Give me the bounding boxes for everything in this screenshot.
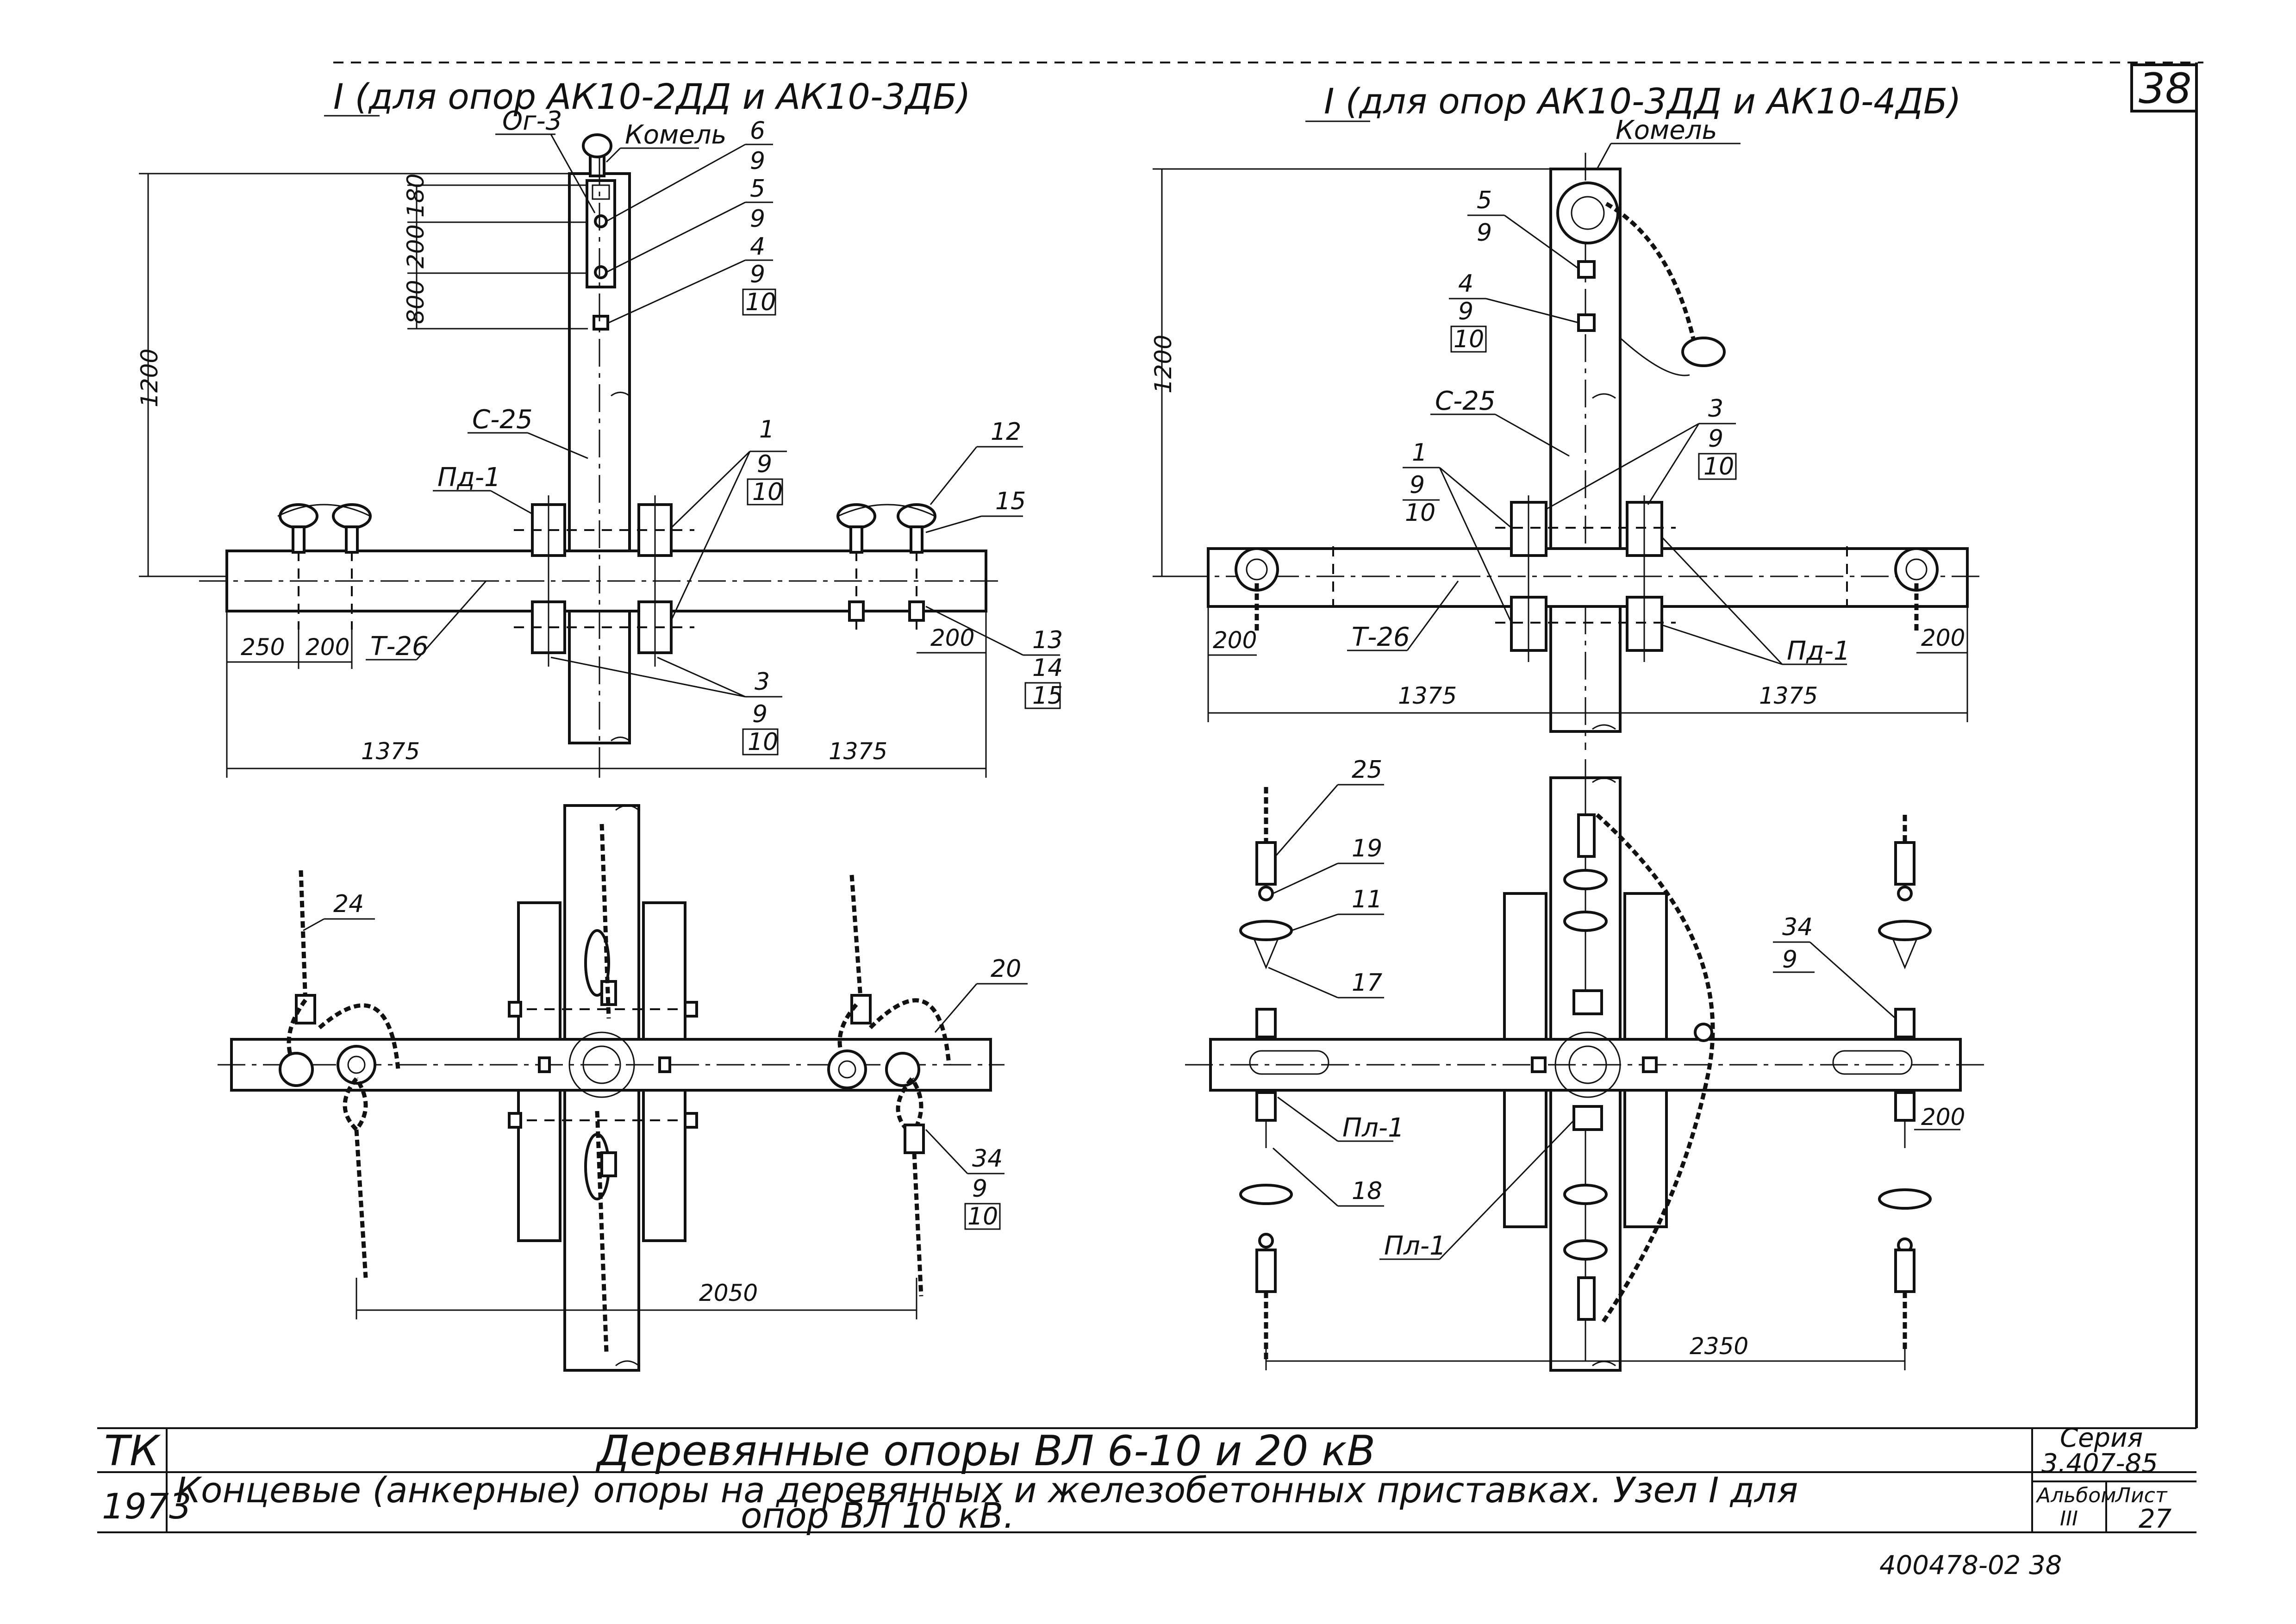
dim-1375-a: 1375 [361, 738, 420, 765]
callout-15: 15 [995, 487, 1026, 515]
callout-3-right-sub1: 9 [1708, 425, 1723, 453]
callout-13-sub2: 15 [1032, 682, 1063, 710]
dim-200-right-a: 200 [1213, 627, 1257, 654]
right-insulators [836, 503, 936, 630]
dim-1375-right-b: 1375 [1759, 682, 1818, 709]
callout-1-num: 1 [759, 416, 774, 443]
left-view-title: I (для опор АК10-2ДД и АК10-3ДБ) [333, 76, 971, 117]
drawing-subtitle-2: опор ВЛ 10 кВ. [741, 1495, 1015, 1536]
callout-5-right-num: 5 [1477, 187, 1492, 214]
series-value: 3.407-85 [2041, 1449, 2158, 1479]
title-block: ТК 1973 Деревянные опоры ВЛ 6-10 и 20 кВ… [97, 1423, 2196, 1580]
callout-1-sub2: 10 [752, 478, 783, 506]
label-pd1: Пд-1 [437, 462, 501, 493]
label-t26-right: Т-26 [1352, 622, 1410, 652]
callout-34-right-num: 34 [1782, 913, 1813, 941]
left-bottom-view: 24 20 34 9 10 2050 [218, 804, 1028, 1372]
series-label: Серия [2060, 1423, 2143, 1453]
callout-18: 18 [1352, 1177, 1382, 1205]
callout-4-right-sub2: 10 [1454, 325, 1484, 353]
callout-6-num: 6 [750, 117, 765, 145]
label-pl1-left: Пл-1 [1342, 1113, 1404, 1143]
right-bottom-view: 25 19 11 17 Пл-1 18 34 9 200 Пл-1 2350 [1185, 756, 1986, 1372]
callout-4-right-sub1: 9 [1458, 298, 1473, 325]
callout-34-right-sub: 9 [1782, 946, 1797, 974]
dim-1375-b: 1375 [829, 738, 887, 765]
callout-5-sub: 9 [750, 205, 765, 233]
label-komel: Комель [625, 120, 727, 150]
callout-6-sub: 9 [750, 147, 765, 175]
callout-4-sub2: 10 [745, 288, 776, 316]
callout-1-right-num: 1 [1412, 439, 1427, 467]
callout-1-right-sub2: 10 [1405, 499, 1435, 527]
callout-3-num: 3 [755, 668, 770, 696]
callout-34-sub1: 9 [972, 1175, 987, 1203]
dim-1375-right-a: 1375 [1398, 682, 1457, 709]
callout-17: 17 [1352, 969, 1382, 997]
callout-3-right-num: 3 [1708, 395, 1723, 423]
callout-3-sub1: 9 [752, 700, 767, 728]
label-og3: Ог-3 [502, 106, 562, 136]
sheet-value: 27 [2139, 1504, 2172, 1534]
callout-3-right-sub2: 10 [1703, 453, 1734, 481]
album-value: III [2060, 1507, 2078, 1530]
label-pl1-center: Пл-1 [1384, 1231, 1446, 1261]
callout-24: 24 [333, 890, 364, 918]
dim-2050: 2050 [699, 1280, 758, 1306]
callout-19: 19 [1352, 835, 1382, 862]
left-insulators [277, 503, 372, 630]
sheet-label: Лист [2115, 1484, 2168, 1507]
dim-1200: 1200 [136, 349, 163, 407]
dim-800: 800 [402, 280, 429, 324]
left-top-view: I (для опор АК10-2ДД и АК10-3ДБ) [136, 76, 1063, 778]
callout-1-right-sub1: 9 [1410, 471, 1425, 499]
label-komel-right: Комель [1616, 115, 1717, 145]
callout-3-sub2: 10 [748, 728, 778, 756]
callout-11: 11 [1352, 886, 1382, 913]
callout-13-sub1: 14 [1032, 654, 1063, 682]
callout-20: 20 [991, 955, 1021, 983]
dim-200-a: 200 [306, 634, 349, 661]
callout-5-right-sub: 9 [1477, 219, 1492, 247]
dim-200-right-bottom: 200 [1921, 1104, 1965, 1131]
callout-34-num: 34 [972, 1145, 1003, 1173]
callout-5-num: 5 [750, 175, 765, 203]
org-code: ТК [104, 1427, 161, 1475]
dim-250: 250 [241, 634, 285, 661]
album-label: Альбом [2035, 1484, 2116, 1507]
drawing-title: Деревянные опоры ВЛ 6-10 и 20 кВ [595, 1427, 1375, 1475]
callout-13-num: 13 [1032, 626, 1063, 654]
callout-4-sub1: 9 [750, 261, 765, 288]
page-number: 38 [2139, 64, 2192, 113]
callout-4-num: 4 [750, 233, 765, 261]
dim-200-right-b: 200 [1921, 625, 1965, 651]
label-pd1-right: Пд-1 [1787, 636, 1850, 666]
callout-1-sub1: 9 [757, 450, 772, 478]
right-view-title: I (для опор АК10-3ДД и АК10-4ДБ) [1324, 81, 1961, 122]
drawing-number: 400478-02 38 [1879, 1550, 2062, 1580]
callout-34-sub2: 10 [967, 1203, 998, 1230]
callout-4-right-num: 4 [1458, 270, 1473, 298]
callout-12: 12 [991, 418, 1021, 446]
right-top-view: I (для опор АК10-3ДД и АК10-4ДБ) [1150, 81, 1986, 750]
callout-25: 25 [1352, 756, 1382, 784]
year: 1973 [102, 1486, 191, 1527]
dim-180: 180 [402, 174, 429, 218]
dim-2350: 2350 [1690, 1333, 1748, 1360]
dim-1200-right: 1200 [1150, 335, 1177, 394]
label-c25: С-25 [472, 405, 533, 435]
sheet-frame: 38 [333, 62, 2203, 1428]
label-c25-right: С-25 [1435, 386, 1496, 416]
dim-200-vertical: 200 [402, 225, 429, 269]
drawing-subtitle-1: Концевые (анкерные) опоры на деревянных … [176, 1469, 1798, 1511]
dim-200-b: 200 [930, 625, 974, 651]
